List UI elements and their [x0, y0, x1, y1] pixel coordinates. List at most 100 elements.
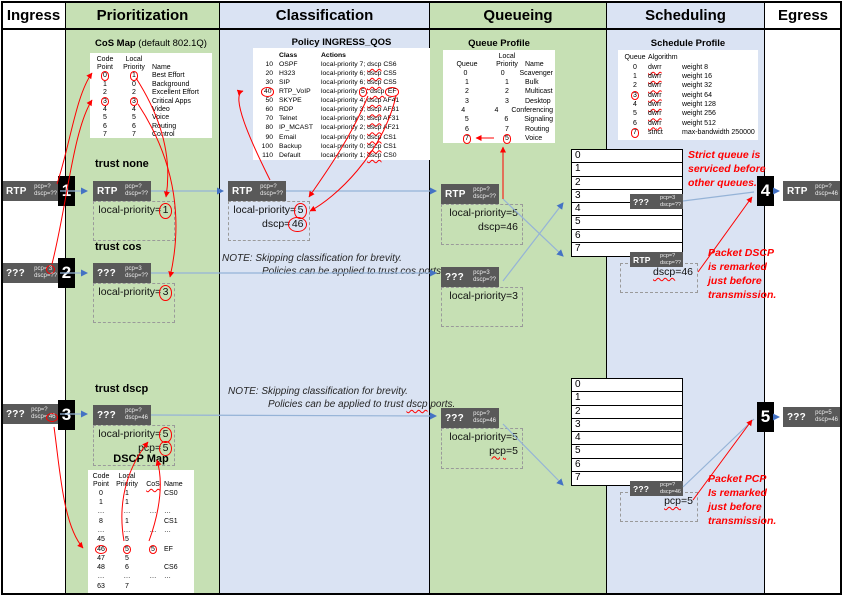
col-label: CoS: [146, 480, 160, 488]
policy-class: Email: [279, 133, 296, 141]
queue-number: 3: [445, 98, 489, 106]
dscp-name: …: [164, 526, 171, 534]
action-text: dscp: [370, 88, 385, 96]
sched-algorithm: dwrr: [648, 73, 682, 81]
col-label: Class: [279, 51, 298, 59]
header-classification: Classification: [220, 2, 430, 30]
dscp-name: CS1: [164, 517, 178, 525]
header-prioritization-label: Prioritization: [96, 6, 189, 24]
queue-profile-row: 4 4 Conferencing: [445, 106, 553, 115]
trust-cos-label: trust cos: [95, 241, 142, 253]
dscp-map-row: 63 7: [90, 582, 192, 591]
value: …: [123, 573, 131, 581]
action-dscp-value: AF31: [382, 115, 400, 123]
action-dscp-value: AF31: [382, 106, 400, 114]
dscp-map-row: … … … …: [90, 508, 192, 517]
policy-row: 10 OSPF local-priority 7; dscp CS6: [255, 60, 428, 69]
action-dscp-value: EF: [385, 87, 400, 97]
sched-algorithm: strict: [648, 129, 682, 137]
value: …: [149, 573, 157, 581]
queue-local-priority: 1: [489, 79, 525, 87]
packet-label: ???: [6, 408, 25, 420]
cos-map-row: 5 5 Voice: [94, 114, 210, 122]
value: 8: [99, 517, 103, 525]
value: 0: [633, 63, 637, 71]
queue-profile-header-line1: Local: [445, 53, 553, 61]
value: 5: [633, 110, 637, 118]
packet-queueing-unknown-dscp: ??? pcp=?dscp=46: [441, 408, 499, 428]
action-text: local-priority: [321, 60, 360, 68]
policy-class: SIP: [279, 79, 290, 86]
value: 46: [94, 544, 108, 555]
header-queueing: Queueing: [430, 2, 607, 30]
dscp-code-point: …: [90, 573, 112, 581]
queue-number: 4: [445, 107, 482, 115]
cos-map-row: 7 7 Control: [94, 131, 210, 139]
packet-prioritization-rtp: RTP pcp=?dscp=??: [93, 181, 151, 201]
value: 1: [125, 499, 129, 507]
cos-local-priority: 2: [116, 89, 152, 97]
value: 3: [505, 97, 509, 105]
action-text: ;: [363, 79, 368, 86]
policy-row: 40 RTP_VoIP local-priority 5; dscp EF: [255, 87, 428, 97]
sched-algorithm: dwrr: [648, 101, 682, 109]
value: 110: [262, 151, 273, 159]
dscp-cos: …: [142, 573, 164, 581]
sched-parameter: max-bandwidth 250000: [682, 128, 755, 136]
value: 2: [132, 89, 136, 97]
packet-meta: pcp=?dscp=??: [660, 253, 681, 266]
action-text: dscp: [367, 97, 382, 105]
queue-profile-row: 2 2 Multicast: [445, 88, 553, 97]
value: 5: [122, 544, 132, 555]
value: dwrr: [648, 100, 662, 108]
policy-class: H323: [279, 69, 296, 77]
circled-value: 1: [159, 203, 172, 219]
value: dwrr: [648, 119, 662, 127]
value: 1: [103, 80, 107, 88]
dscp-map-row: 47 5: [90, 554, 192, 563]
schedule-profile-row: 2 dwrr weight 32: [622, 82, 756, 91]
action-dscp-value: CS5: [383, 79, 397, 86]
packet-ingress-rtp: RTP pcp=?dscp=??: [2, 181, 60, 201]
trust-none-label: trust none: [95, 158, 149, 170]
cos-map-row: 6 6 Routing: [94, 122, 210, 130]
port-2: 2: [58, 258, 75, 288]
value: 48: [97, 564, 105, 572]
queue-local-priority: 2: [489, 88, 525, 96]
value: 5: [502, 133, 512, 144]
value: 1: [633, 73, 637, 81]
action-text: ;: [363, 60, 368, 68]
dscp-local-priority: …: [112, 573, 142, 581]
value: 7: [630, 127, 640, 138]
policy-actions: local-priority 0; dscp CS1: [321, 134, 428, 141]
packet-ingress-unknown-dscp: ??? pcp=?dscp=46: [2, 404, 60, 424]
column-egress: [765, 30, 841, 595]
value: 6: [103, 122, 107, 130]
value: 1: [465, 79, 469, 87]
value: 2: [633, 82, 637, 90]
value: …: [149, 508, 157, 516]
action-dscp-value: CS5: [383, 69, 397, 77]
header-egress-label: Egress: [777, 6, 829, 24]
queue-profile-title: Queue Profile: [468, 38, 530, 49]
sched-parameter: weight 128: [682, 100, 716, 108]
value: 0: [500, 69, 505, 77]
dscp-map-row: 46 5 5 EF: [90, 544, 192, 555]
col-label: Point: [93, 480, 109, 488]
queue-name: Bulk: [525, 79, 539, 87]
policy-seq: 30: [255, 79, 275, 86]
col-label: Point: [97, 63, 113, 71]
value: 6: [633, 119, 637, 127]
policy-seq: 60: [255, 106, 275, 113]
action-text: local-priority: [321, 151, 360, 159]
action-text: dscp: [367, 151, 382, 159]
value: 1: [99, 499, 103, 507]
value: …: [97, 526, 105, 534]
dscp-local-priority: 5: [112, 536, 142, 544]
cos-local-priority: 4: [116, 106, 152, 114]
dscp-local-priority: 5: [112, 544, 142, 555]
policy-row: 70 Telnet local-priority 3; dscp AF31: [255, 115, 428, 124]
